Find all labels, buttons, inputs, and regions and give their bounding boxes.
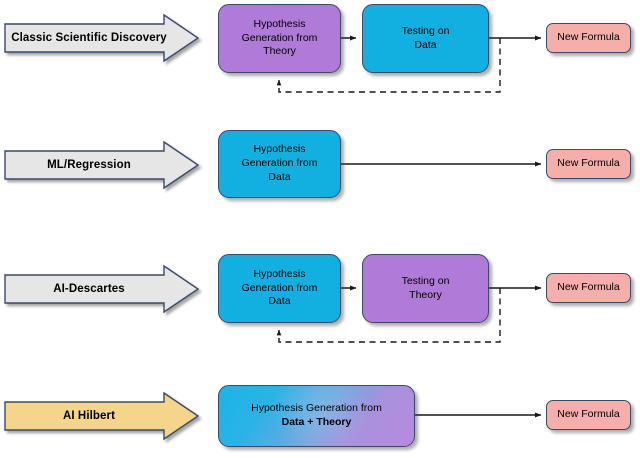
node-label-line: Data (414, 38, 437, 51)
node-label-line: Generation from (241, 157, 318, 170)
node-testing-on-data[interactable]: Testing on Data (362, 4, 489, 73)
node-new-formula-row2[interactable]: New Formula (546, 149, 631, 179)
node-testing-on-theory[interactable]: Testing on Theory (362, 254, 489, 323)
banner-label: ML/Regression (47, 159, 131, 171)
node-label-line: Hypothesis (253, 267, 306, 280)
node-label: New Formula (557, 408, 620, 421)
node-label: Hypothesis Generation from Theory (237, 18, 323, 60)
banner-ml-regression[interactable]: ML/Regression (4, 140, 200, 190)
banner-arrow-shape (4, 13, 200, 63)
node-hypothesis-generation-from-data-and-theory[interactable]: Hypothesis Generation from Data + Theory (218, 385, 415, 447)
banner-arrow-shape (4, 264, 200, 314)
node-label-line: Testing on (401, 24, 450, 37)
node-label-line: Hypothesis (253, 17, 306, 30)
node-new-formula-row1[interactable]: New Formula (546, 23, 631, 53)
node-label: Testing on Theory (397, 275, 455, 303)
node-hypothesis-generation-from-data-row2[interactable]: Hypothesis Generation from Data (218, 130, 341, 198)
banner-ai-descartes[interactable]: AI-Descartes (4, 264, 200, 314)
node-label-line: Generation from (241, 281, 318, 294)
node-label: Hypothesis Generation from Data (237, 143, 323, 185)
banner-label: Classic Scientific Discovery (11, 32, 167, 44)
node-label-line: Hypothesis (253, 143, 306, 156)
node-hypothesis-generation-from-theory[interactable]: Hypothesis Generation from Theory (218, 4, 341, 73)
node-label-line: Generation from (241, 31, 318, 44)
node-label-line: Theory (409, 288, 442, 301)
node-label-line: Testing on (401, 274, 450, 287)
banner-label: AI Hilbert (62, 410, 116, 422)
node-label: Hypothesis Generation from Data + Theory (246, 402, 387, 430)
banner-arrow-shape (4, 391, 200, 441)
node-label: New Formula (557, 157, 620, 170)
node-label: New Formula (557, 281, 620, 294)
node-label-line: Data + Theory (281, 416, 352, 428)
node-new-formula-row3[interactable]: New Formula (546, 273, 631, 303)
node-label-line: Data (268, 295, 291, 308)
banner-classic-scientific-discovery[interactable]: Classic Scientific Discovery (4, 13, 200, 63)
node-label-line: Theory (263, 45, 296, 58)
node-label: Testing on Data (397, 25, 455, 53)
node-label: New Formula (557, 31, 620, 44)
banner-label: AI-Descartes (53, 283, 125, 295)
node-hypothesis-generation-from-data-row3[interactable]: Hypothesis Generation from Data (218, 254, 341, 323)
node-label: Hypothesis Generation from Data (237, 268, 323, 310)
node-label-line: Data (268, 170, 291, 183)
banner-ai-hilbert[interactable]: AI Hilbert (4, 391, 200, 441)
node-label-line: Hypothesis Generation from (251, 402, 382, 415)
node-new-formula-row4[interactable]: New Formula (546, 400, 631, 430)
banner-arrow-shape (4, 140, 200, 190)
